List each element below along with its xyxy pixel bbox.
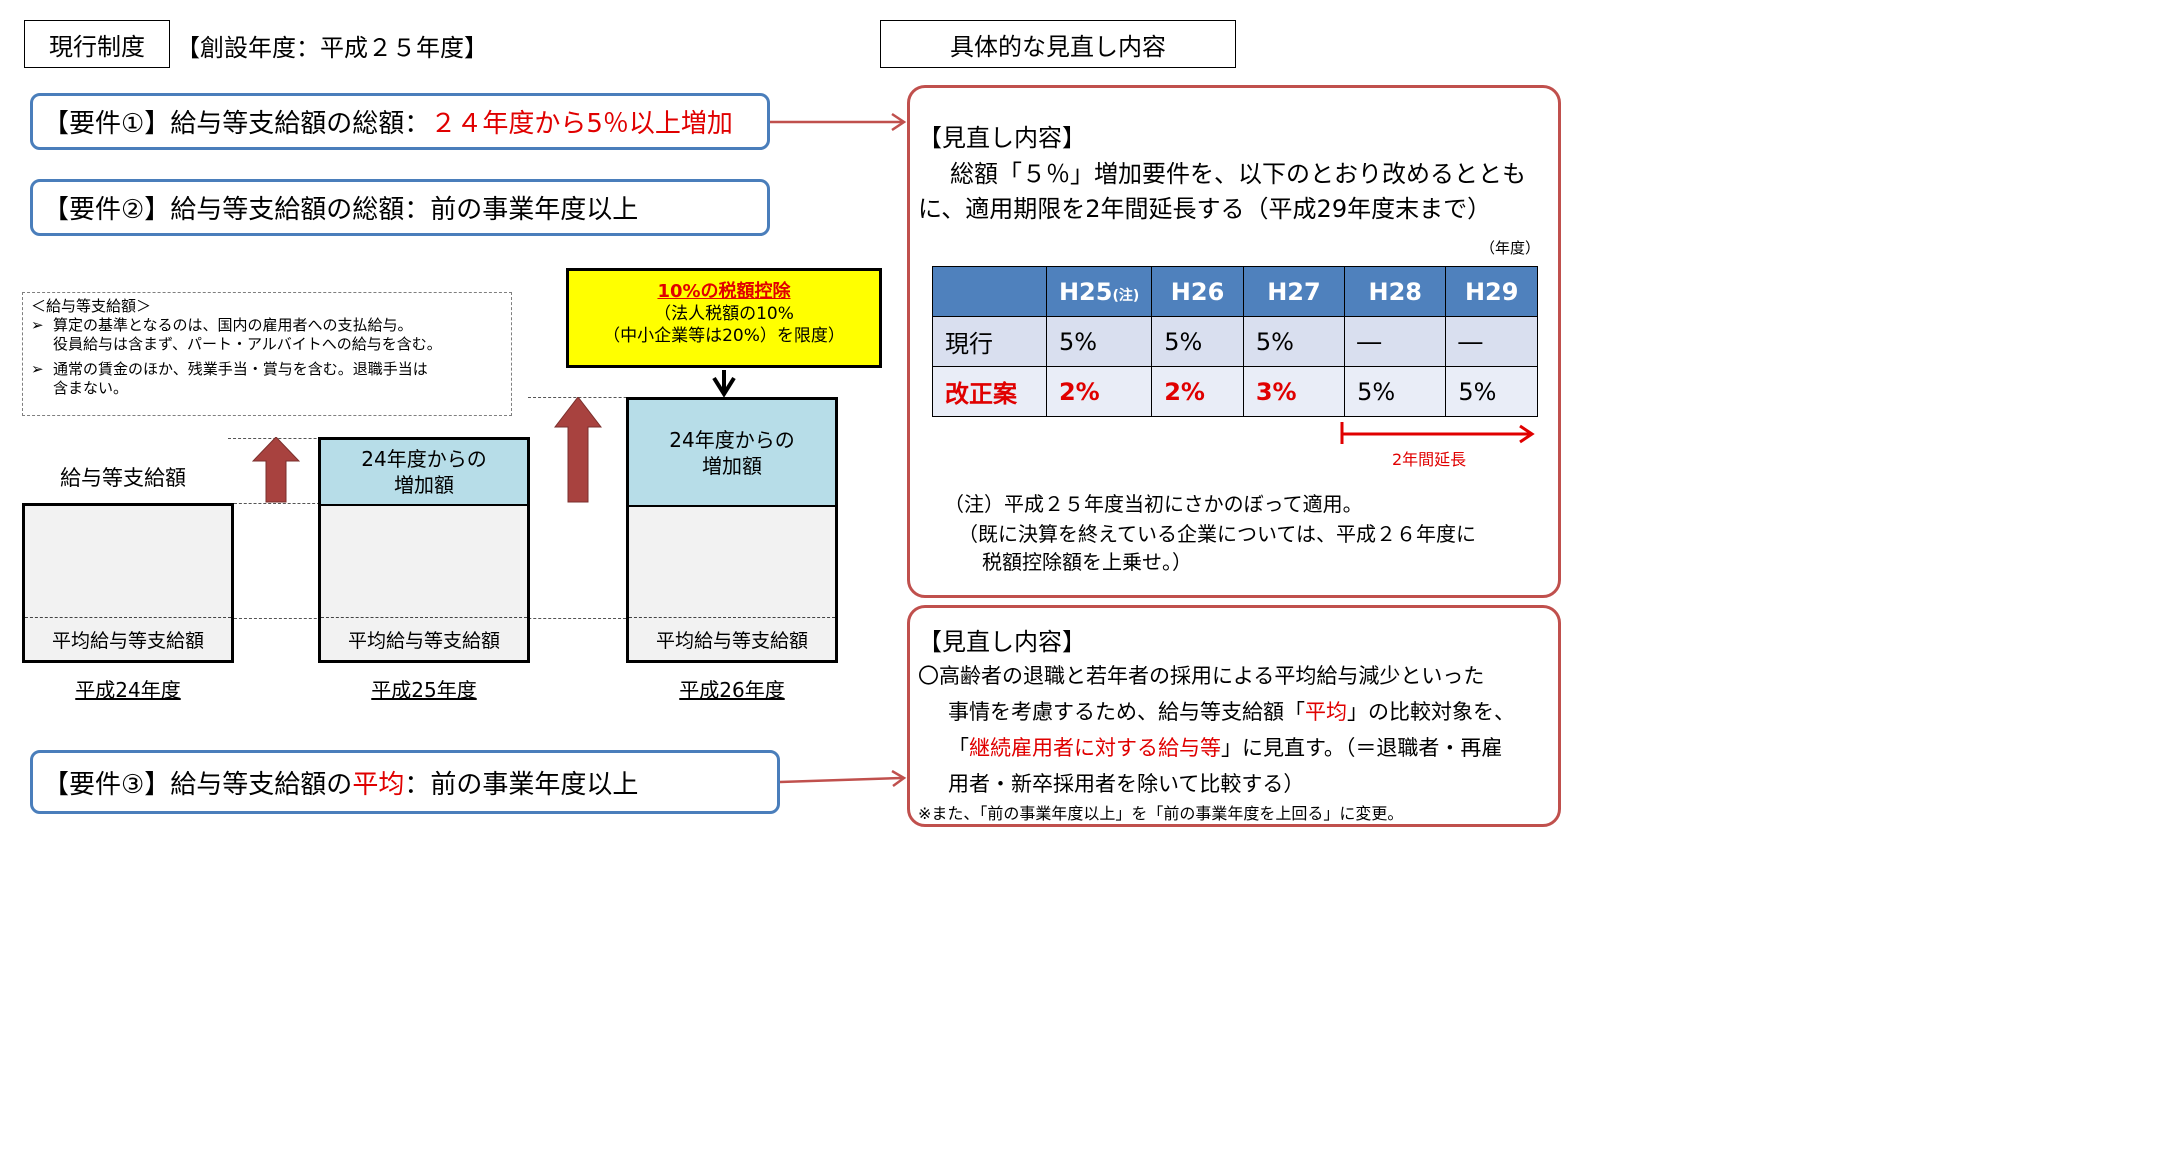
header-h25: H25(注) bbox=[1045, 266, 1153, 317]
bar-h25-average: 平均給与等支給額 bbox=[321, 617, 527, 660]
panel-2-line-3-b: 」に見直す。（＝退職者・再雇 bbox=[1221, 736, 1503, 760]
founded-year: 【創設年度：平成２５年度】 bbox=[176, 34, 488, 62]
bar-h26-increase: 24年度からの増加額 bbox=[629, 400, 835, 507]
panel-1-title: 【見直し内容】 bbox=[918, 124, 1086, 152]
panel-2-line-3-a: 「 bbox=[948, 736, 969, 760]
panel-1-note-2: （既に決算を終えている企業については、平成２６年度に bbox=[958, 522, 1476, 546]
review-title-text: 具体的な見直し内容 bbox=[950, 32, 1166, 61]
unit-label: （年度） bbox=[1480, 239, 1541, 257]
panel-2-line-3: 「継続雇用者に対する給与等」に見直す。（＝退職者・再雇 bbox=[948, 732, 1502, 762]
base-amount-label: 給与等支給額 bbox=[60, 466, 186, 490]
panel-1-note-1: （注）平成２５年度当初にさかのぼって適用。 bbox=[944, 492, 1363, 516]
header-h29: H29 bbox=[1445, 266, 1538, 317]
increase-line-1: 24年度からの bbox=[669, 427, 795, 452]
header-h25-text: H25 bbox=[1058, 277, 1113, 306]
year-label-h24: 平成24年度 bbox=[75, 678, 181, 702]
extension-arrow-icon bbox=[1340, 422, 1535, 444]
row-label-proposal: 改正案 bbox=[932, 366, 1047, 417]
requirement-1-highlight: ２４年度から5％以上増加 bbox=[430, 109, 733, 139]
year-label-h25: 平成25年度 bbox=[371, 678, 477, 702]
bar-h25: 24年度からの増加額 平均給与等支給額 bbox=[318, 437, 530, 663]
proposal-h26: 2% bbox=[1151, 366, 1244, 417]
proposal-h25: 2% bbox=[1045, 366, 1153, 417]
requirement-3: 【要件③】給与等支給額の平均：前の事業年度以上 bbox=[30, 750, 780, 814]
note-item-1-line-1: 算定の基準となるのは、国内の雇用者への支払給与。 bbox=[53, 316, 413, 334]
panel-2-line-4: 用者・新卒採用者を除いて比較する） bbox=[948, 772, 1305, 796]
note-item-1-line-2: 役員給与は含まず、パート・アルバイトへの給与を含む。 bbox=[53, 335, 442, 353]
bar-h26: 24年度からの増加額 平均給与等支給額 bbox=[626, 397, 838, 663]
tax-credit-box: 10%の税額控除 （法人税額の10% （中小企業等は20%）を限度） bbox=[566, 268, 882, 368]
rate-row-current: 現行 5% 5% 5% ― ― bbox=[932, 316, 1538, 367]
proposal-h27: 3% bbox=[1242, 366, 1346, 417]
panel-2-line-1: 〇高齢者の退職と若年者の採用による平均給与減少といった bbox=[918, 664, 1485, 688]
rate-table-header: H25(注) H26 H27 H28 H29 bbox=[932, 266, 1538, 317]
panel-1-line-2: に、適用期限を2年間延長する（平成29年度末まで） bbox=[918, 195, 1492, 223]
proposal-h28: 5% bbox=[1344, 366, 1447, 417]
proposal-h29: 5% bbox=[1445, 366, 1538, 417]
bar-h25-increase: 24年度からの増加額 bbox=[321, 440, 527, 506]
bar-h26-average: 平均給与等支給額 bbox=[629, 617, 835, 660]
panel-2-line-2-b: 」の比較対象を、 bbox=[1347, 700, 1515, 724]
current-system-text: 現行制度 bbox=[49, 32, 145, 61]
note-item-2-line-1: 通常の賃金のほか、残業手当・賞与を含む。退職手当は bbox=[53, 360, 428, 378]
panel-2-line-2-a: 事情を考慮するため、給与等支給額「 bbox=[948, 700, 1305, 724]
current-h26: 5% bbox=[1151, 316, 1244, 367]
extension-label: 2年間延長 bbox=[1392, 450, 1467, 469]
increase-line-2: 増加額 bbox=[393, 473, 454, 497]
current-h25: 5% bbox=[1045, 316, 1153, 367]
bar-h24-average: 平均給与等支給額 bbox=[25, 617, 231, 660]
tax-credit-line-2: （中小企業等は20%）を限度） bbox=[603, 326, 845, 346]
connector-arrow-icon bbox=[770, 112, 907, 132]
current-system-label: 現行制度 bbox=[24, 20, 170, 68]
tax-credit-line-1: （法人税額の10% bbox=[654, 304, 794, 324]
up-arrow-icon bbox=[252, 437, 300, 503]
salary-definition-note: ＜給与等支給額＞ ➢ 算定の基準となるのは、国内の雇用者への支払給与。役員給与は… bbox=[22, 292, 512, 416]
panel-2-line-5: ※また、「前の事業年度以上」を「前の事業年度を上回る」に変更。 bbox=[918, 804, 1404, 823]
panel-2-line-2-highlight: 平均 bbox=[1305, 700, 1347, 724]
note-title: ＜給与等支給額＞ bbox=[31, 297, 152, 315]
requirement-3-suffix: ：前の事業年度以上 bbox=[404, 769, 639, 800]
header-h25-note: (注) bbox=[1112, 287, 1140, 304]
bullet-icon: ➢ bbox=[31, 360, 44, 378]
panel-2-line-2: 事情を考慮するため、給与等支給額「平均」の比較対象を、 bbox=[948, 696, 1515, 726]
panel-2-title: 【見直し内容】 bbox=[918, 628, 1086, 656]
current-h28: ― bbox=[1344, 316, 1447, 367]
header-h26: H26 bbox=[1151, 266, 1244, 317]
connector-arrow-icon bbox=[780, 770, 907, 788]
level-line-base bbox=[234, 503, 320, 504]
header-h27: H27 bbox=[1242, 266, 1346, 317]
requirement-3-highlight: 平均 bbox=[352, 769, 405, 800]
increase-line-2: 増加額 bbox=[701, 453, 762, 478]
down-arrow-icon bbox=[712, 370, 736, 398]
requirement-2: 【要件②】給与等支給額の総額：前の事業年度以上 bbox=[30, 179, 770, 236]
rate-table: H25(注) H26 H27 H28 H29 現行 5% 5% 5% ― ― 改… bbox=[932, 266, 1538, 417]
note-item-2: ➢ 通常の賃金のほか、残業手当・賞与を含む。退職手当は含まない。 bbox=[31, 360, 503, 398]
requirement-3-prefix: 【要件③】給与等支給額の bbox=[43, 769, 353, 800]
current-h29: ― bbox=[1445, 316, 1538, 367]
review-panel-2 bbox=[907, 605, 1561, 827]
requirement-1-prefix: 【要件①】給与等支給額の総額： bbox=[43, 109, 431, 139]
increase-line-1: 24年度からの bbox=[361, 447, 487, 471]
header-h28: H28 bbox=[1344, 266, 1447, 317]
tax-credit-title: 10%の税額控除 bbox=[657, 281, 791, 302]
year-label-h26: 平成26年度 bbox=[679, 678, 785, 702]
current-h27: 5% bbox=[1242, 316, 1346, 367]
review-title-label: 具体的な見直し内容 bbox=[880, 20, 1236, 68]
note-item-1: ➢ 算定の基準となるのは、国内の雇用者への支払給与。役員給与は含まず、パート・ア… bbox=[31, 316, 503, 354]
bar-h24: 平均給与等支給額 bbox=[22, 503, 234, 663]
header-empty-cell bbox=[932, 266, 1047, 317]
row-label-current: 現行 bbox=[932, 316, 1047, 367]
bullet-icon: ➢ bbox=[31, 316, 44, 334]
requirement-1: 【要件①】給与等支給額の総額：２４年度から5％以上増加 bbox=[30, 93, 770, 150]
note-item-2-line-2: 含まない。 bbox=[53, 379, 129, 397]
panel-2-line-3-highlight: 継続雇用者に対する給与等 bbox=[969, 736, 1221, 760]
requirement-2-text: 【要件②】給与等支給額の総額：前の事業年度以上 bbox=[43, 195, 639, 225]
panel-1-line-1: 総額「５％」増加要件を、以下のとおり改めるととも bbox=[950, 160, 1526, 188]
up-arrow-icon bbox=[554, 397, 602, 503]
rate-row-proposal: 改正案 2% 2% 3% 5% 5% bbox=[932, 366, 1538, 417]
panel-1-note-3: 税額控除額を上乗せ。） bbox=[982, 550, 1192, 574]
